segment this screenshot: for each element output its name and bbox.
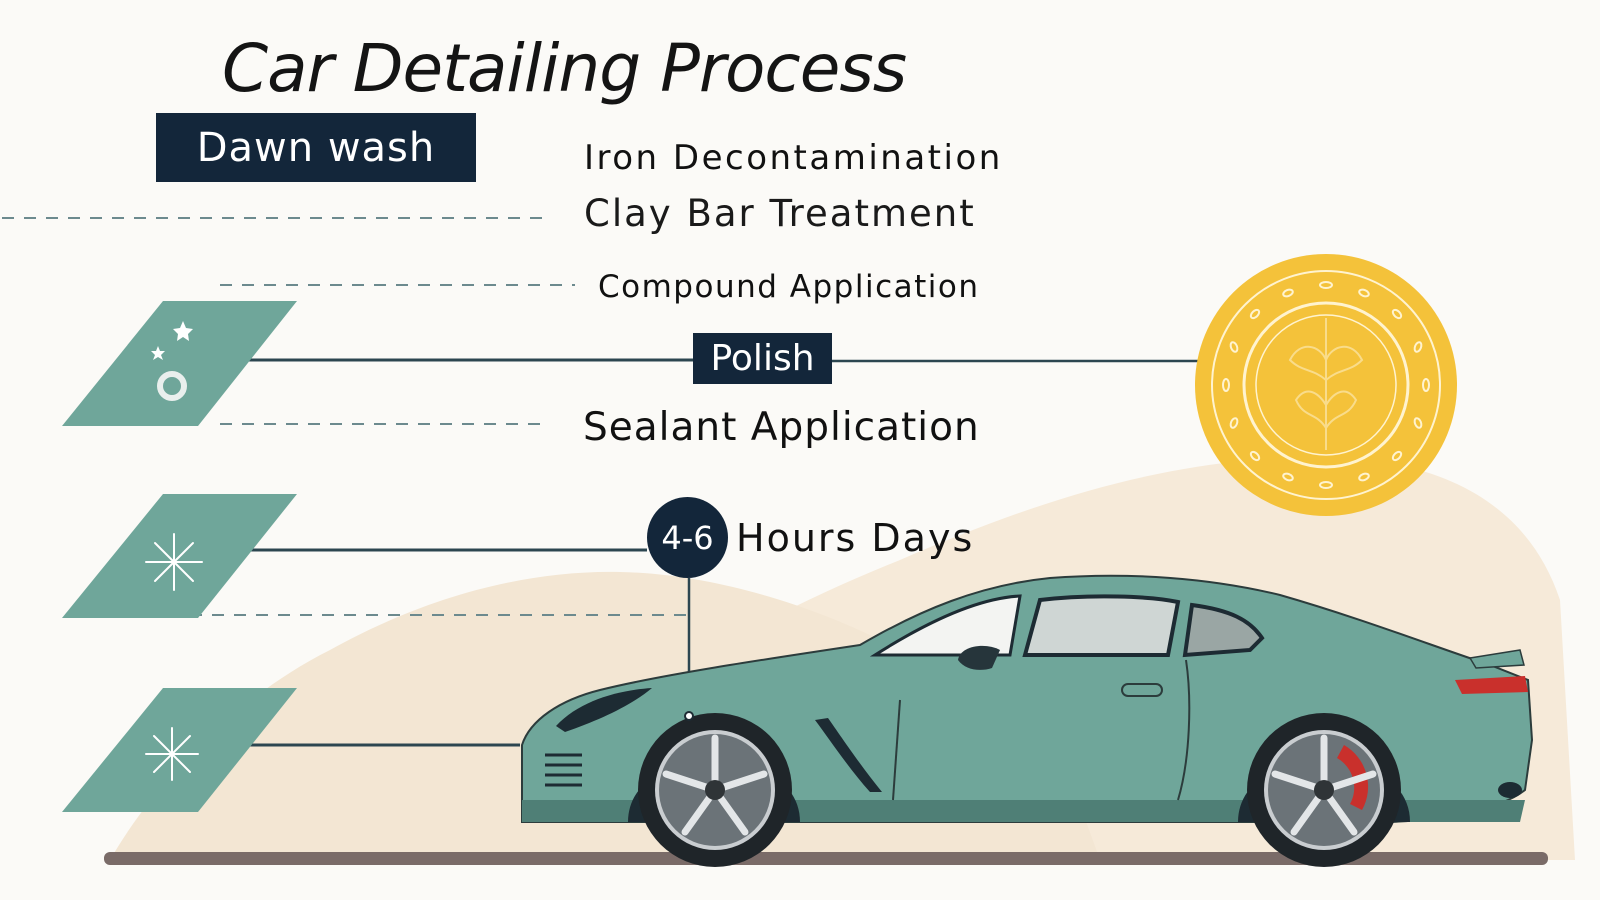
rear-wheel — [1247, 713, 1401, 867]
duration-badge: 4-6 — [647, 497, 728, 578]
sports-car — [521, 574, 1534, 867]
front-wheel — [638, 713, 792, 867]
step-clay-bar-treatment: Clay Bar Treatment — [584, 192, 976, 235]
connector-polish-right — [832, 359, 1253, 382]
step-polish: Polish — [693, 333, 832, 384]
ground-line — [104, 852, 1548, 865]
panel-1 — [62, 301, 297, 426]
step-dawn-wash: Dawn wash — [156, 113, 476, 182]
polishing-pad-icon — [1195, 254, 1457, 516]
step-iron-decontamination: Iron Decontamination — [584, 138, 1003, 178]
sparkle-icon — [145, 727, 199, 781]
page-title: Car Detailing Process — [222, 30, 907, 107]
step-compound-application: Compound Application — [598, 269, 980, 305]
duration-pointer-dot — [684, 711, 694, 721]
panel-3 — [62, 688, 297, 812]
stars-ring-icon — [151, 321, 193, 401]
step-sealant-application: Sealant Application — [583, 405, 980, 450]
sparkle-icon — [145, 533, 203, 591]
step-dawn-wash-label: Dawn wash — [196, 124, 436, 171]
duration-units: Hours Days — [736, 516, 975, 560]
step-polish-label: Polish — [710, 338, 815, 379]
duration-value: 4-6 — [661, 518, 714, 557]
